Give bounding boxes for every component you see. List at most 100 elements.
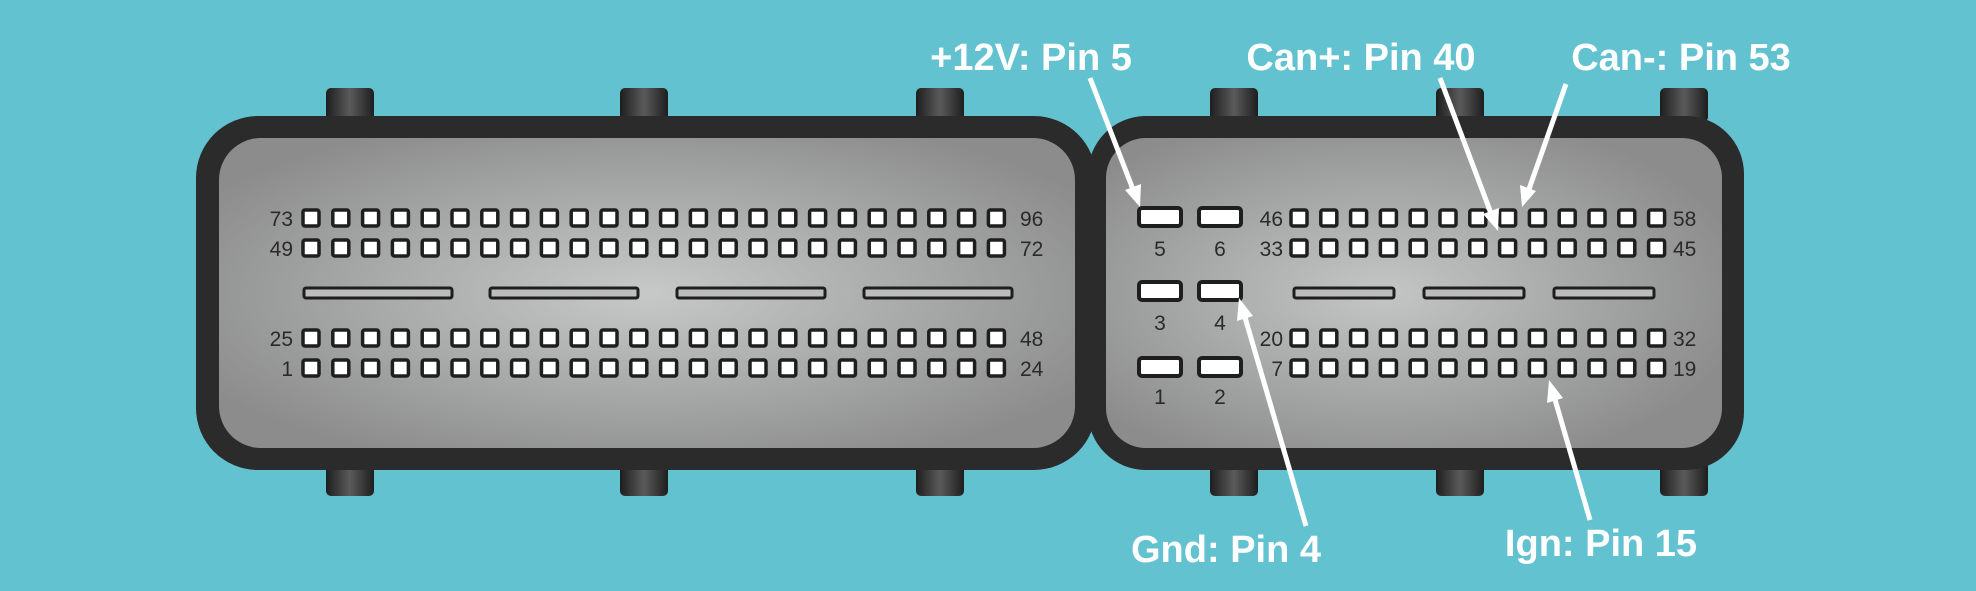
pin-number-25: 25	[270, 328, 293, 351]
small-pin-14	[1497, 358, 1518, 378]
large-pin-51	[360, 238, 381, 258]
large-pin-22	[927, 358, 947, 378]
small-pin-23	[1378, 328, 1399, 348]
large-pin-15	[718, 358, 738, 378]
small-connector-slots	[1292, 286, 1656, 300]
large-pin-8	[509, 358, 530, 378]
large-pin-71	[956, 238, 977, 258]
small-pin-28	[1527, 328, 1548, 348]
large-pin-46	[927, 328, 947, 348]
large-pin-90	[807, 208, 828, 228]
pin-number-20: 20	[1260, 328, 1283, 351]
small-pin-31	[1617, 328, 1637, 348]
large-connector: 73 96 49 72 25 48 1 24	[196, 116, 1096, 470]
large-pin-17	[778, 358, 798, 378]
top-knob	[1660, 88, 1708, 122]
small-slot-2	[1422, 286, 1526, 300]
small-pin-26	[1468, 328, 1488, 348]
large-pin-12	[629, 358, 649, 378]
large-pin-25	[301, 328, 321, 348]
pin-3	[1137, 280, 1183, 302]
large-pin-68	[867, 238, 887, 258]
large-pin-24	[986, 358, 1007, 378]
small-pin-42	[1557, 238, 1577, 258]
small-pin-34	[1319, 238, 1339, 258]
large-pin-96	[986, 208, 1007, 228]
large-pin-30	[450, 328, 470, 348]
large-pin-95	[956, 208, 977, 228]
small-pin-47	[1319, 208, 1339, 228]
large-pin-1	[301, 358, 321, 378]
pin-number-19: 19	[1673, 358, 1696, 381]
small-pin-36	[1378, 238, 1399, 258]
arrow-ign	[1547, 380, 1593, 521]
top-knob	[916, 88, 964, 122]
pin-number-7: 7	[1271, 358, 1283, 381]
bottom-knob	[620, 462, 668, 496]
small-connector-pins	[1289, 208, 1667, 378]
small-pin-24	[1408, 328, 1428, 348]
large-pin-52	[390, 238, 411, 258]
small-pin-38	[1438, 238, 1458, 258]
large-pin-35	[599, 328, 619, 348]
large-pin-21	[897, 358, 917, 378]
callout-12v: +12V: Pin 5	[930, 37, 1132, 79]
large-pin-28	[390, 328, 411, 348]
pin-2	[1197, 356, 1243, 378]
large-pin-27	[360, 328, 381, 348]
pin-label-1: 1	[1154, 386, 1166, 409]
large-pin-49	[301, 238, 321, 258]
large-pin-47	[956, 328, 977, 348]
small-pin-25	[1438, 328, 1458, 348]
large-pin-40	[748, 328, 768, 348]
small-pin-12	[1438, 358, 1458, 378]
pin-label-5: 5	[1154, 238, 1166, 261]
pin-number-73: 73	[270, 208, 293, 231]
pin-4	[1197, 280, 1243, 302]
large-pin-18	[807, 358, 828, 378]
large-pin-94	[927, 208, 947, 228]
large-pin-44	[867, 328, 887, 348]
large-pin-67	[837, 238, 858, 258]
pin-label-6: 6	[1214, 238, 1226, 261]
pin-number-48: 48	[1020, 328, 1043, 351]
large-pin-83	[599, 208, 619, 228]
large-pin-41	[778, 328, 798, 348]
pin-number-24: 24	[1020, 358, 1044, 381]
large-connector-slots	[302, 286, 1014, 300]
small-pin-18	[1617, 358, 1637, 378]
arrow-can-plus	[1437, 77, 1499, 231]
bottom-knob	[1210, 462, 1258, 496]
small-pin-48	[1348, 208, 1369, 228]
small-pin-11	[1408, 358, 1428, 378]
large-pin-88	[748, 208, 768, 228]
small-pin-15	[1527, 358, 1548, 378]
small-pin-8	[1319, 358, 1339, 378]
large-pin-60	[629, 238, 649, 258]
pin-label-2: 2	[1214, 386, 1226, 409]
large-pin-70	[927, 238, 947, 258]
large-pin-6	[450, 358, 470, 378]
large-pin-53	[420, 238, 440, 258]
small-pin-44	[1617, 238, 1637, 258]
bottom-knob	[326, 462, 374, 496]
large-pin-66	[807, 238, 828, 258]
large-pin-19	[837, 358, 858, 378]
bottom-knob	[1660, 462, 1708, 496]
pin-number-96: 96	[1020, 208, 1043, 231]
pin-number-32: 32	[1673, 328, 1696, 351]
large-slot-2	[488, 286, 640, 300]
small-pin-33	[1289, 238, 1309, 258]
large-pin-86	[688, 208, 709, 228]
arrow-can-minus	[1520, 83, 1569, 207]
large-pin-9	[539, 358, 560, 378]
small-pin-51	[1438, 208, 1458, 228]
large-pin-58	[569, 238, 589, 258]
small-pin-53	[1497, 208, 1518, 228]
large-slot-1	[302, 286, 454, 300]
large-pin-39	[718, 328, 738, 348]
top-knob	[620, 88, 668, 122]
pin-number-1: 1	[281, 358, 293, 381]
large-pin-62	[688, 238, 709, 258]
arrow-gnd	[1237, 298, 1309, 527]
